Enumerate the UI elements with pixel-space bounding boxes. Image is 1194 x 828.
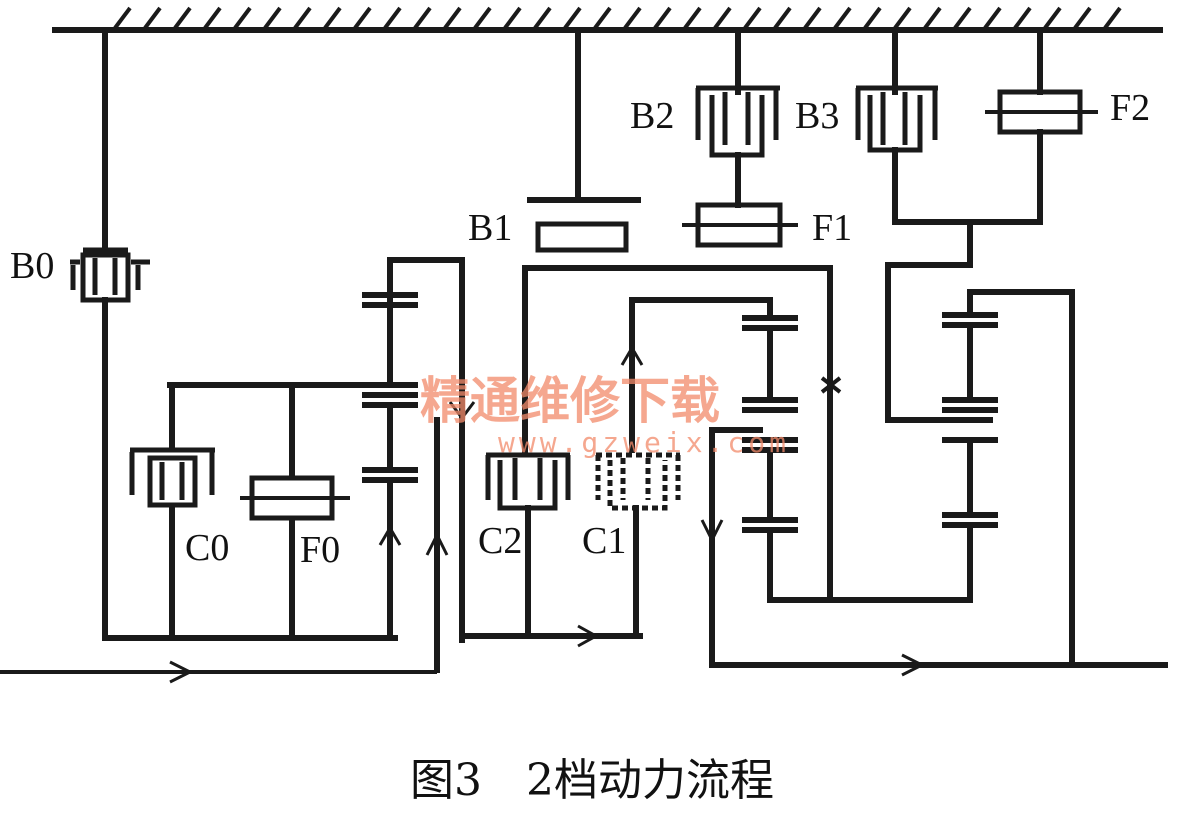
brake-b0 xyxy=(70,27,150,641)
label-b1: B1 xyxy=(468,207,512,249)
watermark-url: www.gzweix.com xyxy=(498,426,790,459)
watermark-text: 精通维修下载 xyxy=(420,372,720,430)
label-b0: B0 xyxy=(10,245,54,287)
label-c1: C1 xyxy=(582,520,626,562)
one-way-clutch-f2 xyxy=(985,27,1098,225)
brake-b1 xyxy=(527,27,641,253)
flow-arrows xyxy=(169,345,926,684)
label-f2: F2 xyxy=(1110,87,1150,129)
overdrive-unit xyxy=(102,382,418,641)
clutch-c1 xyxy=(595,297,773,635)
one-way-clutch-f1 xyxy=(682,202,798,248)
clutch-c0 xyxy=(129,447,215,508)
housing-ground xyxy=(52,6,1163,33)
label-f0: F0 xyxy=(300,529,340,571)
clutch-c2 xyxy=(485,452,571,638)
label-b2: B2 xyxy=(630,95,674,137)
rear-carrier-frame xyxy=(885,219,1043,423)
carrier-lock-mark xyxy=(820,376,842,394)
figure-caption: 图3 2档动力流程 xyxy=(410,755,774,806)
label-c2: C2 xyxy=(478,520,522,562)
brake-b3 xyxy=(855,27,938,225)
overdrive-planetary xyxy=(362,257,465,673)
one-way-clutch-f0 xyxy=(240,475,350,521)
rear-planetary xyxy=(942,289,1075,665)
label-b3: B3 xyxy=(795,95,839,137)
front-drum xyxy=(522,265,833,603)
front-planetary xyxy=(709,297,973,668)
brake-b2 xyxy=(695,27,780,208)
label-c0: C0 xyxy=(185,527,229,569)
label-f1: F1 xyxy=(812,207,852,249)
